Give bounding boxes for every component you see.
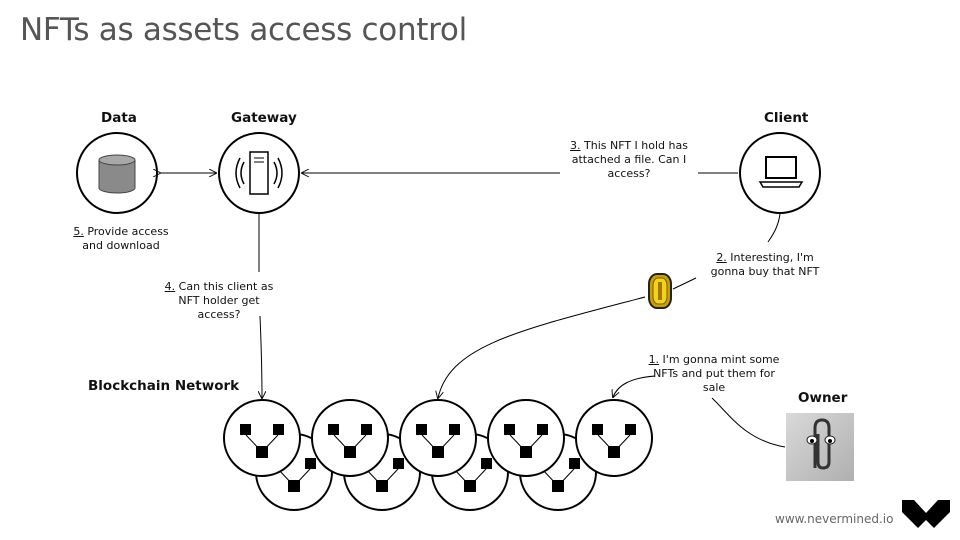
owner-avatar — [786, 413, 854, 481]
step5-note: 5. Provide access and download — [62, 225, 180, 253]
step5-number: 5. — [73, 225, 84, 238]
coin-connector — [672, 277, 697, 290]
client-label: Client — [764, 110, 809, 126]
gateway-label: Gateway — [231, 110, 297, 126]
purchase-arrow — [438, 296, 646, 398]
step1-note: 1. I'm gonna mint some NFTs and put them… — [646, 353, 782, 395]
step4-note: 4. Can this client as NFT holder get acc… — [160, 280, 278, 322]
gateway-node — [218, 132, 300, 214]
data-node — [76, 132, 158, 214]
data-label: Data — [101, 110, 137, 126]
step4-number: 4. — [164, 280, 176, 293]
step2-number: 2. — [716, 251, 727, 264]
owner-connector — [711, 397, 786, 448]
mint-arrow — [613, 375, 656, 397]
laptop-icon — [758, 156, 804, 188]
server-icon — [235, 151, 283, 195]
step4-text: Can this client as NFT holder get access… — [175, 280, 274, 321]
footer-url[interactable]: www.nevermined.io — [775, 512, 894, 526]
step2-text: Interesting, I'm gonna buy that NFT — [710, 251, 820, 278]
network-node — [311, 399, 389, 477]
network-node — [575, 399, 653, 477]
network-node — [399, 399, 477, 477]
step2-note: 2. Interesting, I'm gonna buy that NFT — [700, 251, 830, 279]
client-node — [739, 132, 821, 214]
nevermined-logo — [902, 500, 950, 528]
step3-note: 3. This NFT I hold has attached a file. … — [566, 139, 692, 181]
step1-number: 1. — [648, 353, 660, 366]
gateway-blockchain-arrow — [260, 315, 262, 398]
network-node — [487, 399, 565, 477]
blockchain-network — [223, 399, 653, 511]
owner-label: Owner — [798, 390, 848, 406]
step1-text: I'm gonna mint some NFTs and put them fo… — [653, 353, 780, 394]
coin-icon — [648, 273, 672, 309]
step5-text: Provide access and download — [82, 225, 169, 252]
network-node — [223, 399, 301, 477]
client-step2-connector — [767, 213, 781, 243]
page-title: NFTs as assets access control — [20, 12, 467, 48]
database-icon — [98, 154, 136, 194]
blockchain-label: Blockchain Network — [88, 378, 240, 394]
step3-text: This NFT I hold has attached a file. Can… — [571, 139, 688, 180]
step3-number: 3. — [570, 139, 581, 152]
